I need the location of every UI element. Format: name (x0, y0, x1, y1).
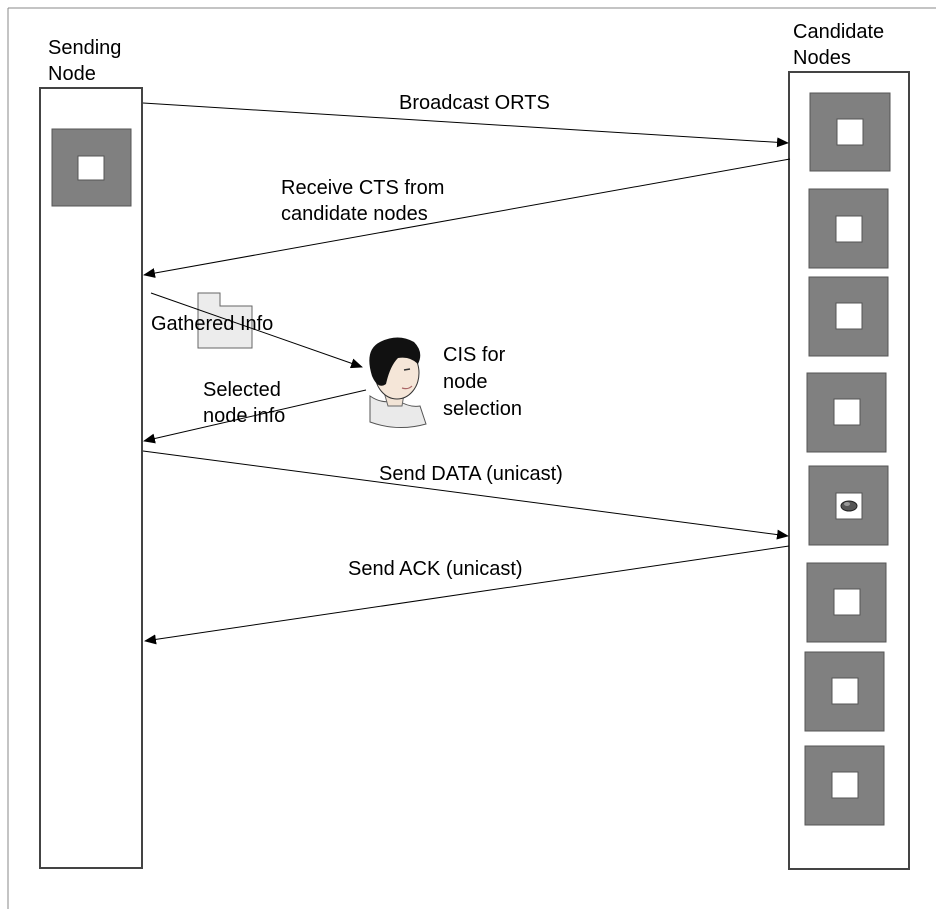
send-ack-arrow (144, 545, 790, 645)
cis-label-line2: node (443, 371, 488, 393)
node-square-icon (806, 372, 887, 453)
cis-label-line1: CIS for (443, 344, 506, 366)
receive-cts-arrow (143, 158, 791, 278)
broadcast-orts-arrow (142, 102, 789, 148)
receive-cts-label-line1: Receive CTS from (281, 177, 444, 199)
sending-node-label-line1: Sending (48, 37, 121, 59)
broadcast-orts-label: Broadcast ORTS (399, 92, 550, 114)
node-square-icon (808, 188, 889, 269)
sending-node-label-line2: Node (48, 63, 96, 85)
send-ack-label: Send ACK (unicast) (348, 558, 523, 580)
selected-node-info-label-line2: node info (203, 405, 285, 427)
node-square-icon (804, 745, 885, 826)
node-square-icon (808, 276, 889, 357)
gathered-info-label: Gathered Info (151, 313, 273, 335)
active-node-icon (808, 465, 889, 546)
node-square-icon (804, 651, 885, 732)
selected-node-info-arrow (143, 389, 367, 444)
candidate-nodes-label-line2: Nodes (793, 47, 851, 69)
cis-label-line3: selection (443, 398, 522, 420)
folder-icon (197, 292, 253, 349)
node-square-icon (51, 128, 132, 207)
candidate-nodes-label-line1: Candidate (793, 21, 884, 43)
person-icon (369, 337, 427, 428)
gathered-info-arrow (150, 292, 363, 369)
send-data-label: Send DATA (unicast) (379, 463, 563, 485)
candidate-nodes-column: Candidate Nodes (788, 21, 910, 870)
send-data-arrow (142, 450, 789, 540)
receive-cts-label-line2: candidate nodes (281, 203, 428, 225)
node-square-icon (809, 92, 891, 172)
selected-node-info-label-line1: Selected (203, 379, 281, 401)
node-square-icon (806, 562, 887, 643)
sending-node-column: Sending Node (39, 37, 143, 869)
sending-node-lifeline (39, 87, 143, 869)
